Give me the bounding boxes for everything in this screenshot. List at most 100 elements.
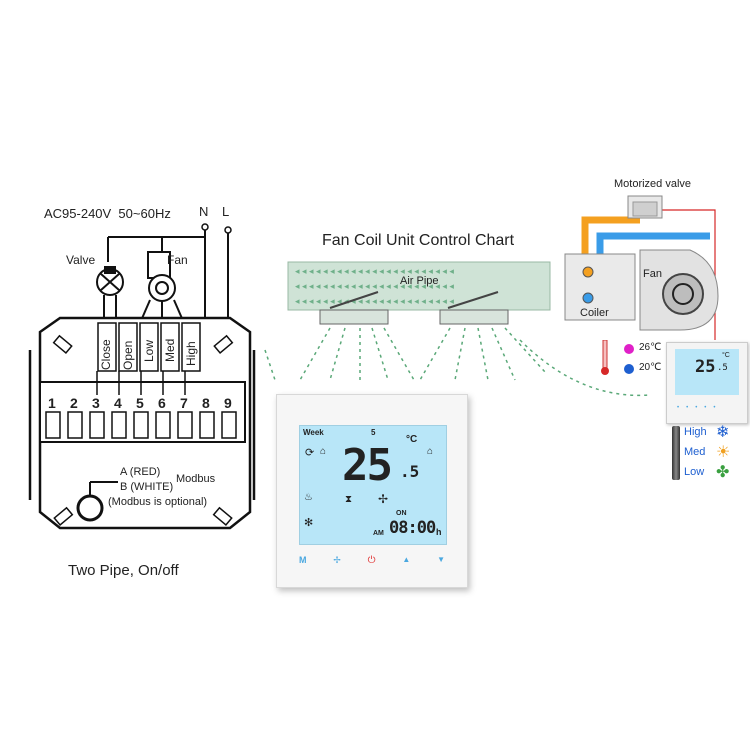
modbus-note: (Modbus is optional) xyxy=(108,496,208,508)
legend-low-label: Low xyxy=(684,466,705,478)
small-temp: 25 xyxy=(695,357,716,377)
slot-label-low: Low xyxy=(142,339,156,362)
control-wire xyxy=(660,209,716,340)
slot-label-high: High xyxy=(184,341,198,366)
terminal-number: 7 xyxy=(180,395,188,411)
slot-box xyxy=(139,322,159,372)
hour-suffix: h xyxy=(436,527,442,537)
fan-speed-button[interactable]: ✢ xyxy=(333,555,341,565)
mode-button[interactable]: M xyxy=(299,555,307,565)
time-display: 08:00 xyxy=(389,518,436,538)
diffuser-left xyxy=(319,291,389,325)
legend-high-label: High xyxy=(684,426,707,438)
slot-label-med: Med xyxy=(163,338,177,362)
slot-label-open: Open xyxy=(121,340,135,370)
air-pipe-label: Air Pipe xyxy=(400,275,439,287)
screw-slot xyxy=(52,334,73,355)
down-button[interactable]: ▼ xyxy=(437,555,445,564)
up-button[interactable]: ▲ xyxy=(402,555,411,564)
slot-box xyxy=(160,322,180,372)
snowflake-icon: ❄ xyxy=(716,424,730,441)
auto-icon: ⟳ xyxy=(305,447,315,459)
slot-label-close: Close xyxy=(99,339,113,370)
home-icon: ⌂ xyxy=(320,446,327,457)
modbus-b-label: B (WHITE) xyxy=(120,481,174,493)
wiring-diagram: AC95-240V 50~60Hz N L Valve Fan Close Op… xyxy=(0,190,260,590)
terminal-number: 4 xyxy=(114,395,122,411)
modbus-title: Modbus xyxy=(176,473,216,485)
fan-housing xyxy=(639,249,719,331)
svg-text:◂ ◂ ◂ ◂ ◂ ◂ ◂ ◂ ◂ ◂ ◂ ◂ ◂ ◂ ◂: ◂ ◂ ◂ ◂ ◂ ◂ ◂ ◂ ◂ ◂ ◂ ◂ ◂ ◂ ◂ ◂ ◂ ◂ ◂ ◂ … xyxy=(295,296,454,306)
hot-pipe xyxy=(581,216,640,292)
slot-box xyxy=(118,322,138,372)
sun-icon: ☀ xyxy=(716,444,731,461)
wiring-diagram-svg xyxy=(28,223,256,530)
legend-rod xyxy=(672,426,680,480)
n-label: N xyxy=(199,204,209,219)
small-decimal: .5 xyxy=(717,363,728,373)
chart-title: Fan Coil Unit Control Chart xyxy=(322,232,515,249)
cool-icon: ✻ xyxy=(304,517,314,529)
temp-low-dot xyxy=(624,364,634,374)
coiler-label: Coiler xyxy=(580,307,609,319)
small-thermostat: 25 .5 °C ••••• xyxy=(666,342,748,424)
week-label: Week xyxy=(303,428,324,437)
temp-high-label: 26℃ xyxy=(639,342,662,353)
fan-speed-icon: ✢ xyxy=(378,492,389,506)
day-label: 5 xyxy=(371,428,376,437)
thermostat-screen: Week 5 ⟳ ⌂ ⌂ 25 .5 °C ♨ ⧗ ✢ ✻ ON AM 08:0… xyxy=(299,425,447,545)
unit-label: °C xyxy=(406,434,418,445)
modbus-port xyxy=(76,494,104,522)
wiring-caption: Two Pipe, On/off xyxy=(68,562,179,579)
fan-icon: ✤ xyxy=(716,464,730,481)
motorized-valve-label: Motorized valve xyxy=(614,178,692,190)
slot-box xyxy=(181,322,201,372)
terminal-number: 1 xyxy=(48,395,56,411)
thermostat: Week 5 ⟳ ⌂ ⌂ 25 .5 °C ♨ ⧗ ✢ ✻ ON AM 08:0… xyxy=(276,394,468,588)
fan-symbol xyxy=(139,251,185,324)
modbus-a-label: A (RED) xyxy=(120,466,161,478)
terminal-number: 8 xyxy=(202,395,210,411)
l-terminal-dot xyxy=(224,226,232,234)
temperature-display: 25 xyxy=(342,440,393,491)
fan-label: Fan xyxy=(167,253,188,267)
cold-pipe xyxy=(596,232,710,296)
terminal-number: 2 xyxy=(70,395,78,411)
legend-med-label: Med xyxy=(684,446,706,458)
small-unit: °C xyxy=(722,352,730,359)
fan-speed-legend: High ❄ Med ☀ Low ✤ xyxy=(672,422,750,486)
terminal-number: 3 xyxy=(92,395,100,411)
l-label: L xyxy=(222,204,230,219)
am-label: AM xyxy=(373,530,384,537)
terminal-number: 6 xyxy=(158,395,166,411)
temperature-decimal: .5 xyxy=(400,462,420,481)
small-buttons: ••••• xyxy=(677,405,723,411)
terminal-number: 9 xyxy=(224,395,232,411)
valve-symbol xyxy=(96,266,124,323)
slot-box xyxy=(97,322,117,372)
supply-label: AC95-240V 50~60Hz xyxy=(44,206,171,221)
terminal-number: 5 xyxy=(136,395,144,411)
power-button[interactable]: ⏻ xyxy=(367,555,376,566)
motorized-valve xyxy=(627,195,663,219)
fan-unit-label: Fan xyxy=(643,268,662,280)
screw-slot xyxy=(212,506,233,527)
terminal-slots xyxy=(45,411,237,439)
hot-port xyxy=(582,266,594,278)
diffuser-right xyxy=(439,291,509,325)
away-icon: ⌂ xyxy=(427,446,434,457)
screw-slot xyxy=(53,506,74,527)
cold-port xyxy=(582,292,594,304)
temp-high-dot xyxy=(624,344,634,354)
supply-air-arrows xyxy=(264,327,651,397)
heat-icon: ♨ xyxy=(304,492,313,503)
on-label: ON xyxy=(396,510,407,517)
thermometer-icon xyxy=(600,339,610,376)
valve-label: Valve xyxy=(66,253,96,267)
temp-low-label: 20℃ xyxy=(639,362,662,373)
thermostat-buttons: M ✢ ⏻ ▲ ▼ xyxy=(299,555,445,571)
valve-icon: ⧗ xyxy=(345,494,353,505)
small-thermostat-screen: 25 .5 °C xyxy=(675,349,739,395)
n-terminal-dot xyxy=(201,223,209,231)
screw-slot xyxy=(213,334,234,355)
